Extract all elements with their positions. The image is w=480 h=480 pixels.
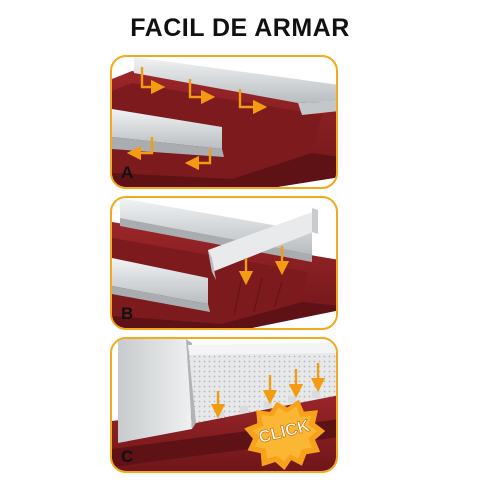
step-b-panel: B — [110, 196, 338, 330]
step-label-c: C — [121, 447, 134, 466]
step-label-a: A — [121, 163, 134, 182]
step-a-illustration — [112, 57, 336, 187]
side-wall — [118, 339, 192, 443]
click-burst-icon — [244, 399, 326, 471]
page-title: FACIL DE ARMAR — [130, 14, 350, 42]
rail-lower — [112, 258, 208, 304]
step-c-panel: CLICK C — [110, 337, 338, 473]
rail-lower — [112, 109, 222, 149]
step-b-illustration — [112, 198, 336, 328]
rail-upper — [134, 57, 336, 103]
step-label-b: B — [121, 304, 134, 323]
step-c-illustration: CLICK — [112, 339, 336, 471]
front-wall — [188, 343, 336, 423]
step-a-panel: A — [110, 55, 338, 189]
end-cap — [208, 210, 318, 272]
